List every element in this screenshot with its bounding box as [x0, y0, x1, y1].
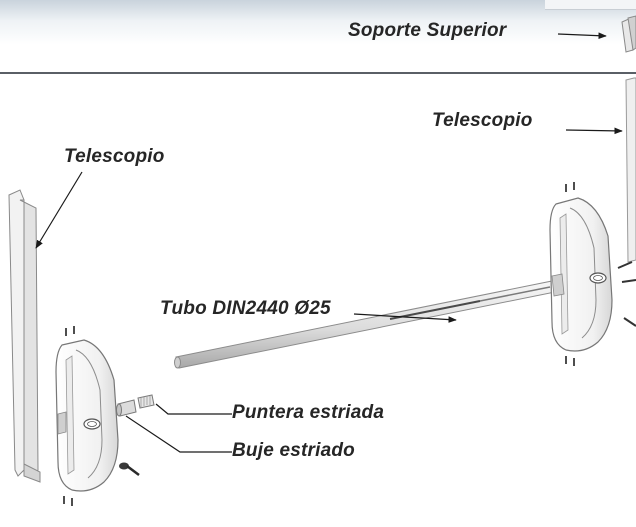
header-band	[0, 0, 636, 74]
label-telescopio-left: Telescopio	[64, 146, 165, 167]
left-lock-body	[55, 326, 119, 506]
leader-lines	[35, 32, 623, 453]
leader-buje	[125, 415, 232, 453]
screw-part	[119, 462, 140, 476]
left-telescope-part	[8, 189, 41, 483]
leader-soporte-superior	[557, 32, 607, 40]
label-telescopio-right: Telescopio	[432, 110, 533, 131]
leader-puntera	[155, 403, 232, 415]
leader-tubo	[353, 313, 457, 323]
splined-tip-part	[137, 394, 155, 409]
label-soporte-superior: Soporte Superior	[348, 20, 507, 41]
right-telescope-part	[625, 77, 636, 263]
leader-telescopio-left	[35, 171, 83, 249]
tube-part	[174, 280, 556, 369]
header-tab	[545, 0, 636, 10]
label-buje-estriado: Buje estriado	[232, 440, 355, 461]
splined-bushing-part	[116, 399, 137, 417]
leader-telescopio-right	[565, 127, 623, 135]
label-tubo: Tubo DIN2440 Ø25	[160, 298, 331, 319]
top-bracket-part	[621, 15, 636, 53]
header-rule	[0, 72, 636, 74]
right-lock-body	[549, 182, 636, 366]
label-puntera-estriada: Puntera estriada	[232, 402, 385, 423]
